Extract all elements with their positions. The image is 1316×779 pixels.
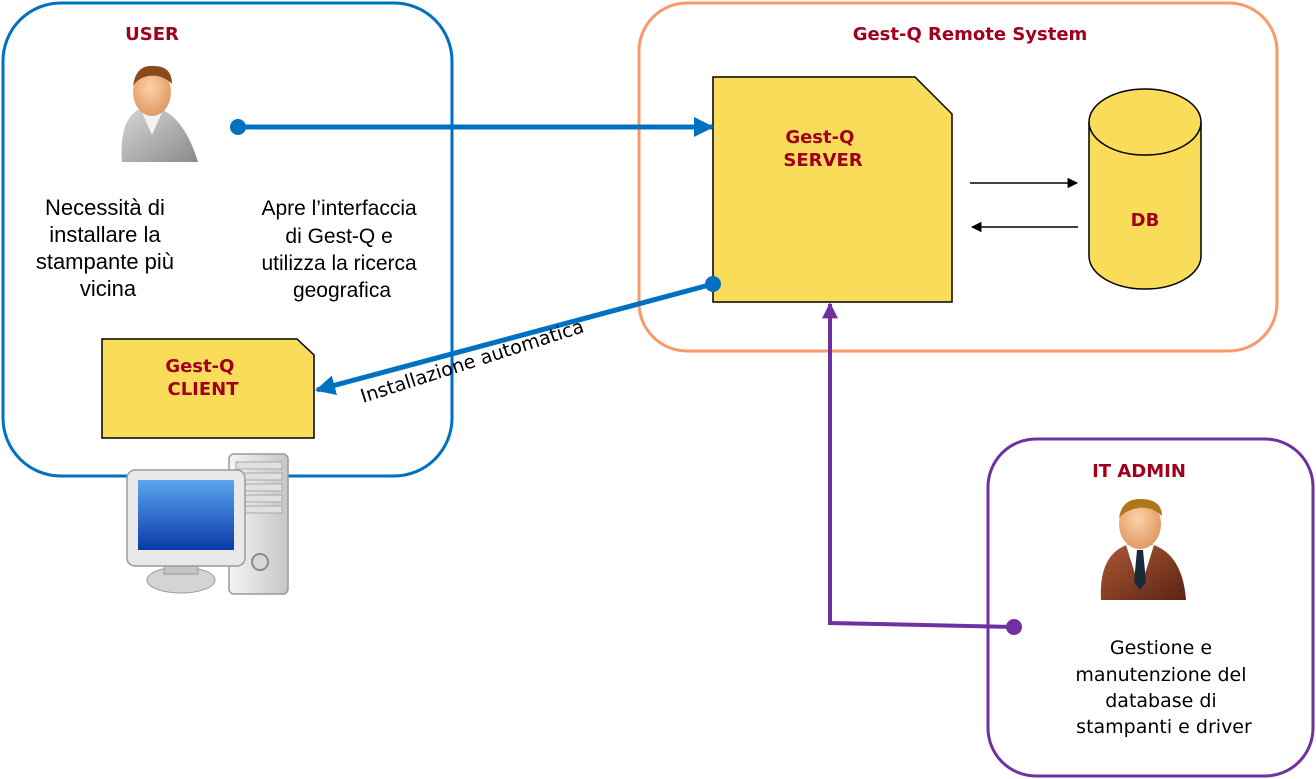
remote-group-border bbox=[637, 1, 1279, 353]
database-node: DB bbox=[1088, 88, 1202, 290]
admin-desc-line: manutenzione del bbox=[1075, 664, 1246, 686]
user-need-line: stampante più bbox=[36, 249, 174, 274]
admin-title: IT ADMIN bbox=[1092, 461, 1186, 482]
user-person-icon bbox=[121, 65, 198, 162]
admin-desc-line: database di bbox=[1105, 690, 1216, 712]
user-need-line: installare la bbox=[49, 222, 161, 247]
client-node: Gest-Q CLIENT bbox=[101, 338, 315, 439]
client-label-line: CLIENT bbox=[167, 379, 239, 400]
remote-title: Gest-Q Remote System bbox=[853, 24, 1088, 45]
admin-desc-line: Gestione e bbox=[1110, 637, 1212, 659]
auto-install-label: Installazione automatica bbox=[358, 316, 587, 408]
user-to-server-flow bbox=[230, 117, 714, 137]
db-label: DB bbox=[1131, 210, 1160, 231]
admin-desc: Gestione e manutenzione del database di … bbox=[1075, 637, 1252, 738]
server-label-line: SERVER bbox=[783, 150, 862, 171]
user-title: USER bbox=[125, 24, 179, 45]
user-action-line: di Gest-Q e bbox=[285, 225, 392, 248]
remote-system-group: Gest-Q Remote System Gest-Q SERVER DB bbox=[637, 1, 1279, 353]
server-label-line: Gest-Q bbox=[785, 127, 854, 148]
client-label-line: Gest-Q bbox=[165, 356, 234, 377]
admin-to-server-flow bbox=[822, 302, 1022, 635]
admin-desc-line: stampanti e driver bbox=[1076, 716, 1252, 738]
user-action-text: Apre l’interfaccia di Gest-Q e utilizza … bbox=[261, 197, 422, 302]
desktop-computer-icon bbox=[126, 453, 289, 595]
user-action-line: Apre l’interfaccia bbox=[261, 197, 417, 220]
user-need-text: Necessità di installare la stampante più… bbox=[36, 195, 180, 301]
it-admin-group: IT ADMIN Gestione e manutenzione del dat… bbox=[986, 437, 1315, 778]
server-label: Gest-Q SERVER bbox=[783, 127, 862, 171]
client-label: Gest-Q CLIENT bbox=[165, 356, 240, 400]
user-group: USER Necessità di installare la stampant… bbox=[1, 1, 454, 478]
server-node: Gest-Q SERVER bbox=[712, 76, 953, 303]
user-need-line: Necessità di bbox=[45, 195, 165, 220]
user-need-line: vicina bbox=[80, 276, 137, 301]
user-action-line: utilizza la ricerca bbox=[261, 252, 417, 275]
admin-person-icon bbox=[1100, 498, 1186, 600]
admin-group-border bbox=[986, 437, 1315, 778]
user-action-line: geografica bbox=[293, 279, 391, 302]
